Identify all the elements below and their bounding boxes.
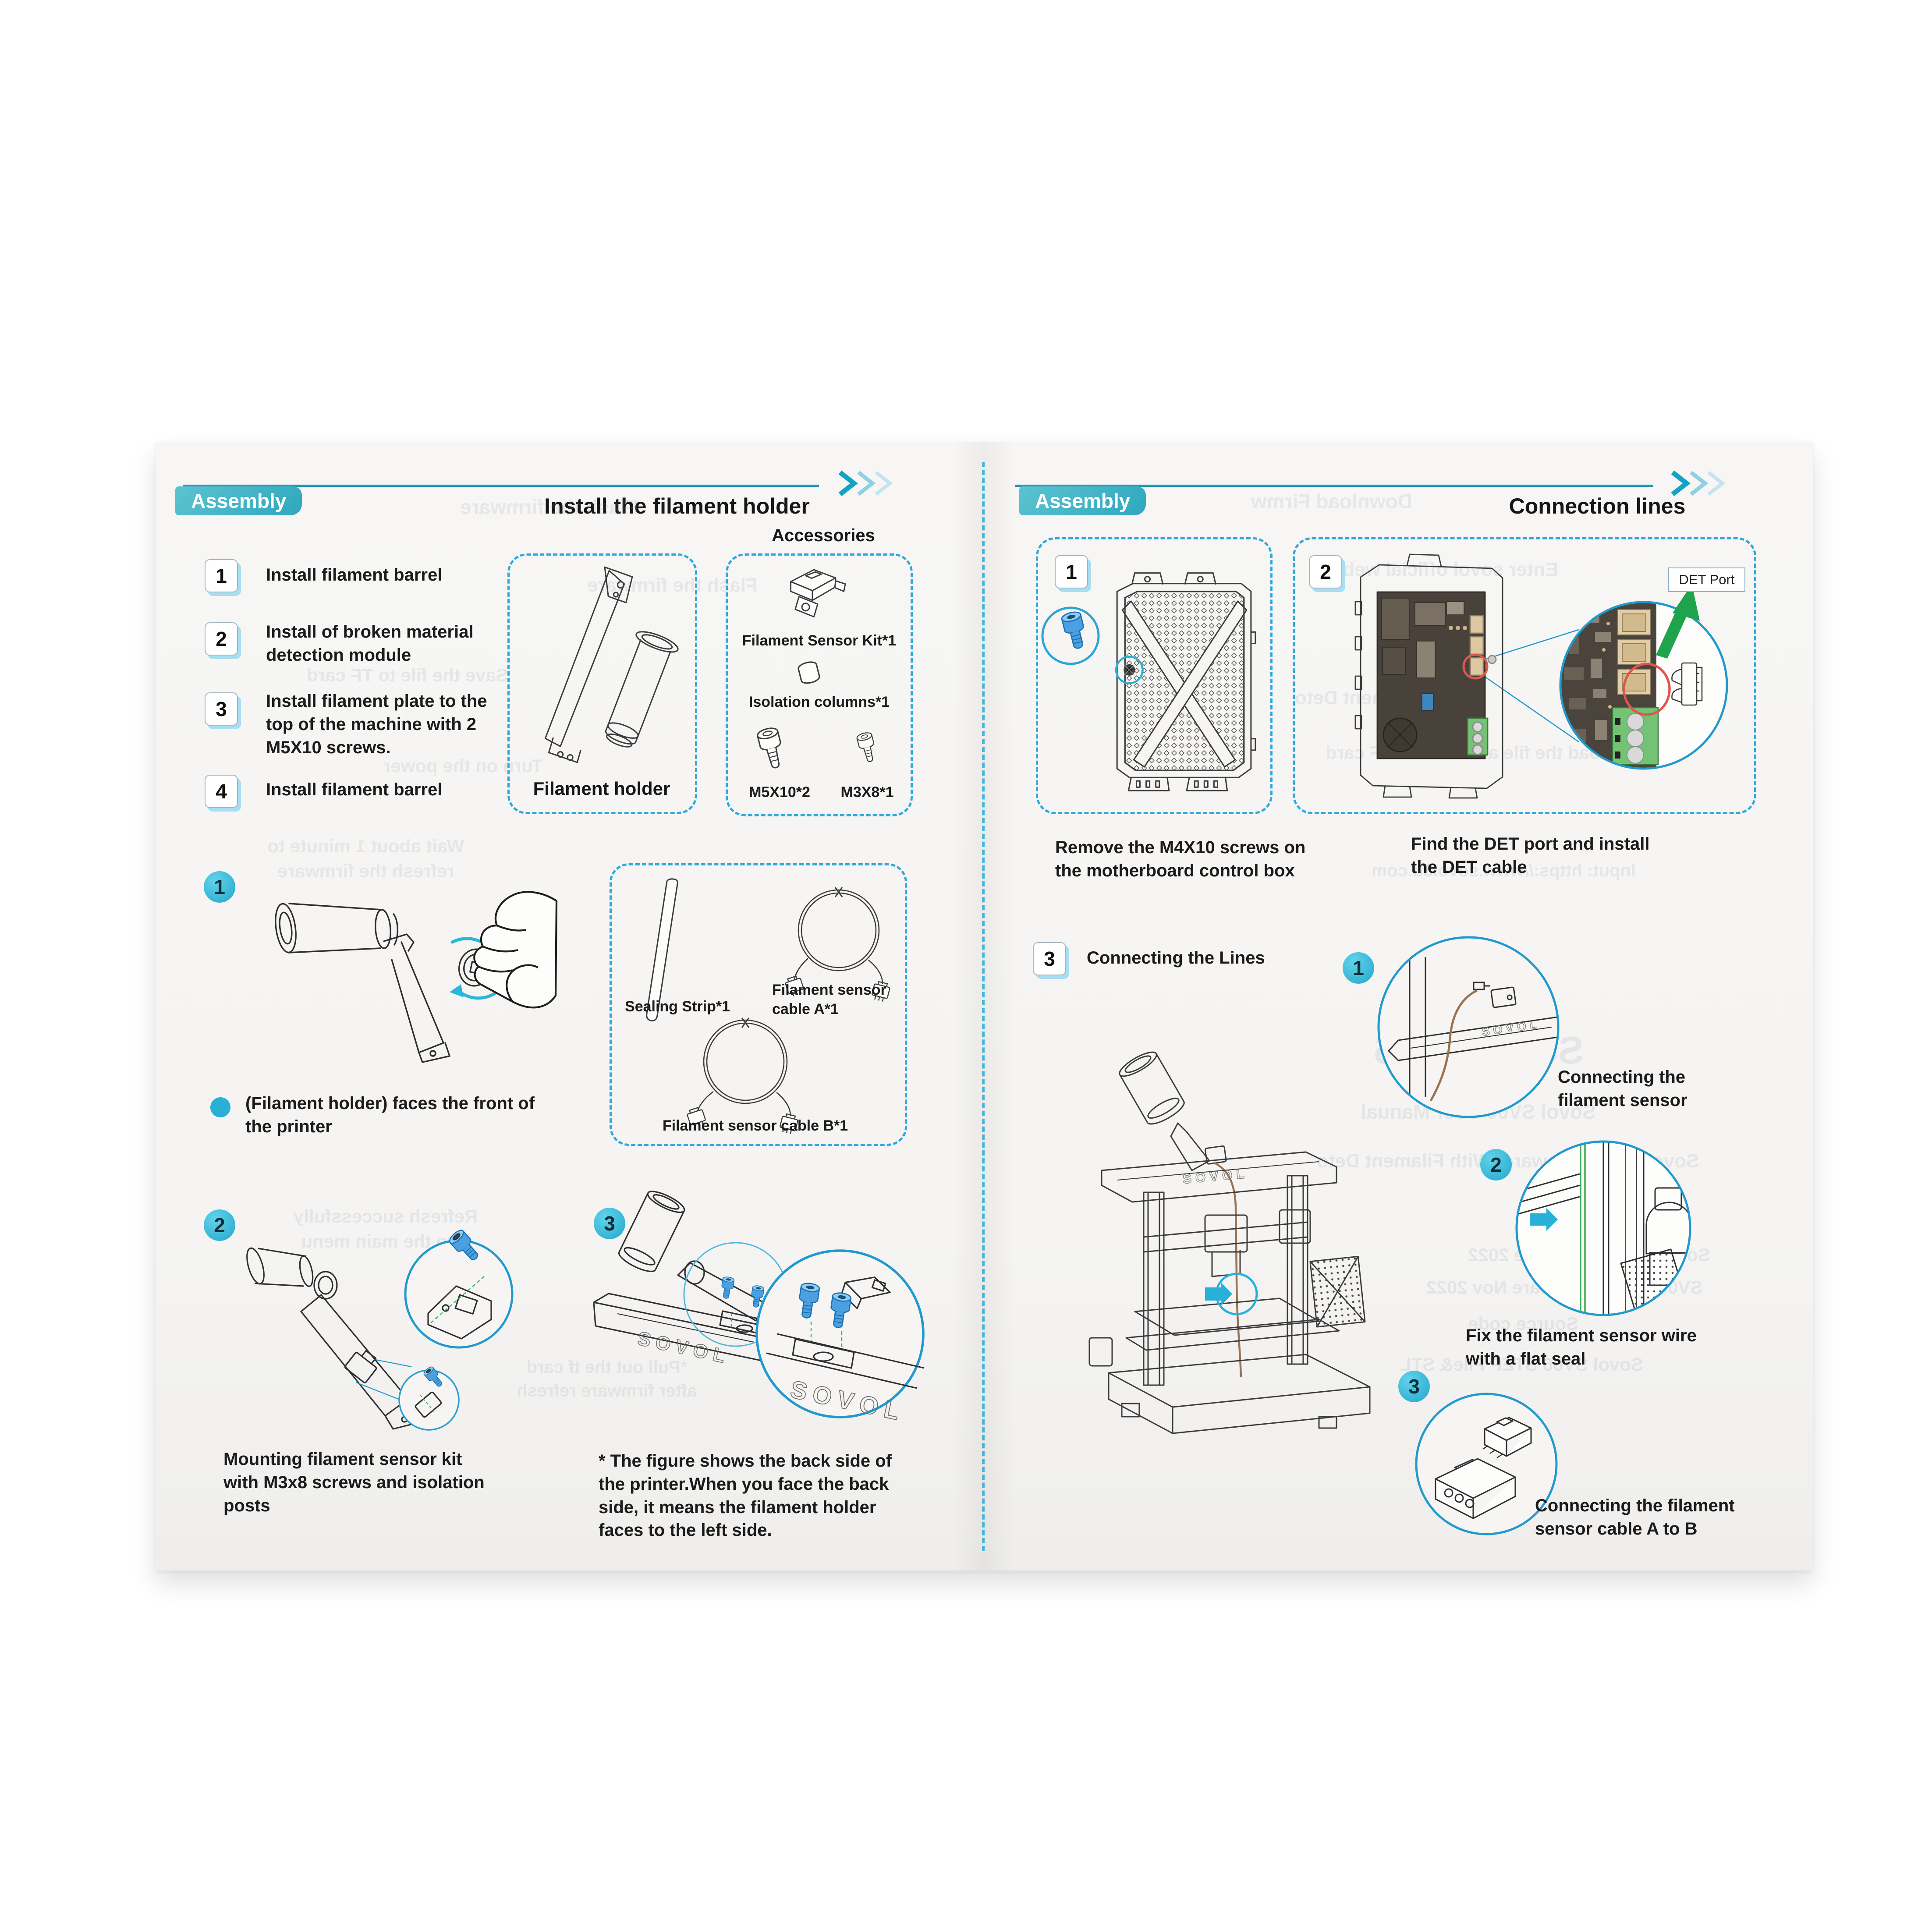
isolation-column-icon [798, 661, 820, 684]
callout1-caption: Connecting the filament sensor [1558, 1067, 1687, 1110]
zoom-cone-lines [1478, 629, 1579, 743]
step-3-number: 3 [205, 692, 238, 726]
chevrons-icon [838, 470, 893, 496]
filament-holder-illustration [544, 566, 679, 763]
sensor-cable-a-icon [783, 887, 891, 1003]
ghost-text: Download Firmw [1251, 490, 1412, 513]
box1-caption: Remove the M4X10 screws on the motherboa… [1055, 838, 1306, 880]
remove-screws-box: 1 [1036, 537, 1273, 814]
sensor-cable-b-icon [685, 1017, 799, 1135]
step-4-text: Install filament barrel [266, 780, 443, 799]
assembly-badge: Assembly [175, 486, 302, 515]
callout3-caption: Connecting the filament sensor cable A t… [1535, 1496, 1735, 1539]
isolation-columns-label: Isolation columns*1 [748, 694, 890, 710]
center-fold-line [982, 462, 985, 1551]
cable-a-label: Filament sensor cable A*1 [772, 982, 886, 1018]
screw-m3-label: M3X8*1 [840, 784, 894, 801]
cable-b-label: Filament sensor cable B*1 [662, 1117, 848, 1134]
right-callout-2-number: 2 [1480, 1149, 1512, 1180]
fix-wire-zoom [1515, 1140, 1691, 1316]
box2-caption: Find the DET port and install the DET ca… [1411, 834, 1650, 877]
note-bullet [210, 1097, 230, 1117]
connect-cables-zoom [1415, 1393, 1558, 1535]
left-page-title: Install the filament holder [544, 494, 810, 518]
hand-illustration [473, 891, 558, 1009]
callout-1-number: 1 [204, 871, 235, 903]
install-barrel-illustration [275, 891, 558, 1063]
screw-m3-icon [855, 731, 879, 764]
det-port-box: 2 [1293, 537, 1756, 814]
filament-holder-caption: Filament holder [533, 778, 670, 799]
accessories-box: Filament Sensor Kit*1 Isolation columns*… [726, 553, 913, 816]
step-2-text: Install of broken material detection mod… [266, 622, 474, 665]
right-header-rule [1015, 485, 1653, 487]
sensor-kit-label: Filament Sensor Kit*1 [742, 632, 897, 649]
m4x10-screw-icon [1041, 606, 1100, 665]
det-port-label: DET Port [1668, 567, 1745, 592]
left-header-rule [183, 485, 819, 487]
mount-sensor-illustration [246, 1227, 514, 1431]
step-3-text: Install filament plate to the top of the… [266, 691, 487, 757]
filament-sensor-kit-icon [790, 569, 846, 617]
cables-box: Sealing Strip*1 Filament sensor cable A*… [610, 863, 907, 1146]
open-control-box-illustration [1354, 553, 1503, 799]
callout2-caption: Fix the filament sensor wire with a flat… [1466, 1326, 1697, 1368]
ghost-text: Flash the firmware [460, 496, 638, 518]
screw-m5-label: M5X10*2 [749, 784, 810, 801]
callout-3-number: 3 [594, 1208, 625, 1239]
right-callout-3-number: 3 [1398, 1371, 1430, 1402]
chevrons-icon [1671, 470, 1726, 496]
box1-number: 1 [1055, 555, 1088, 588]
backside-mount-illustration: SOVOL SOVOL [593, 1191, 925, 1427]
step-4-number: 4 [205, 775, 238, 808]
screw-m5-icon [755, 726, 787, 771]
filament-holder-box: Filament holder [507, 553, 697, 814]
right-callout-1-number: 1 [1343, 952, 1374, 984]
printer-illustration: SOVOL [1088, 1051, 1371, 1434]
connect-sensor-zoom: SOVOL [1377, 936, 1560, 1118]
green-arrow-icon [1656, 584, 1700, 659]
mounting-caption: Mounting filament sensor kit with M3x8 s… [223, 1450, 485, 1515]
box2-number: 2 [1309, 555, 1342, 588]
step-2-number: 2 [205, 622, 238, 656]
sovol-logo-beam: SOVOL [636, 1328, 732, 1368]
sovol-logo-printer: SOVOL [1182, 1166, 1249, 1187]
step-1-text: Install filament barrel [266, 565, 443, 585]
right-step3-number: 3 [1033, 942, 1066, 975]
step-1-number: 1 [205, 559, 238, 592]
det-port-zoom-circle [1559, 601, 1728, 770]
right-step3-label: Connecting the Lines [1087, 948, 1265, 968]
manual-spread: Assembly Install the filament holder Acc… [156, 442, 1813, 1570]
backside-caption: * The figure shows the back side of the … [599, 1451, 892, 1540]
front-note: (Filament holder) faces the front of the… [245, 1094, 535, 1136]
assembly-badge: Assembly [1019, 486, 1146, 515]
right-page-title: Connection lines [1509, 494, 1686, 518]
motherboard-control-box-illustration [1115, 572, 1256, 791]
sealing-strip-label: Sealing Strip*1 [625, 998, 730, 1015]
sealing-strip-icon [646, 878, 678, 1021]
accessories-heading: Accessories [772, 526, 875, 545]
callout-2-number: 2 [204, 1209, 235, 1241]
